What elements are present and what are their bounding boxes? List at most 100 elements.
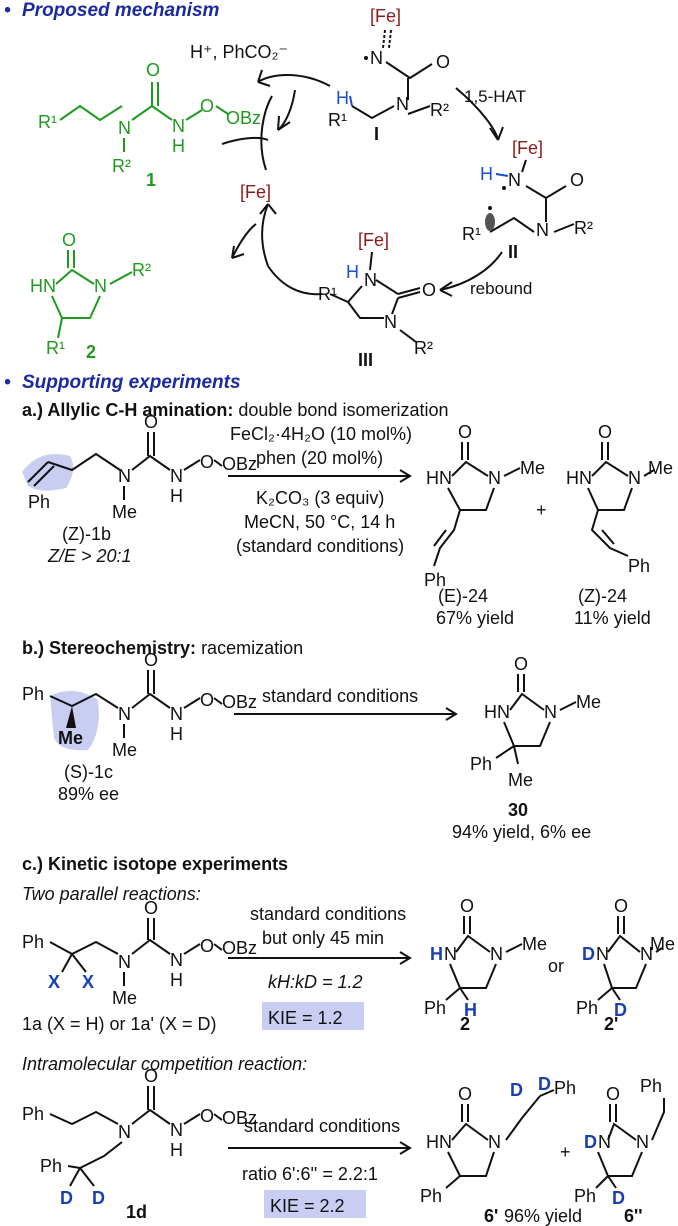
p-30-label: 30: [508, 800, 528, 820]
svg-text:Ph: Ph: [554, 1078, 576, 1098]
svg-text:N: N: [536, 220, 549, 240]
svg-text:HN: HN: [484, 702, 510, 722]
sm-1c-label: (S)-1c: [64, 762, 113, 782]
svg-text:O: O: [436, 52, 450, 72]
svg-text:Me: Me: [650, 934, 675, 954]
p-Z-24-label: (Z)-24: [578, 586, 627, 606]
intermediate-II: [Fe] H N O N R² R¹ II: [462, 138, 593, 262]
svg-text:N: N: [628, 468, 641, 488]
expB-title: b.) Stereochemistry: racemization: [22, 638, 303, 658]
svg-text:N: N: [364, 270, 377, 290]
svg-text:Ph: Ph: [40, 1156, 62, 1176]
catalytic-cycle-arrows: [221, 69, 504, 297]
svg-text:O: O: [598, 422, 612, 442]
svg-text:[Fe]: [Fe]: [512, 138, 543, 158]
svg-text:OBz: OBz: [222, 692, 257, 712]
svg-text:N: N: [544, 702, 557, 722]
svg-text:O: O: [614, 896, 628, 916]
expC-cond2: but only 45 min: [262, 928, 384, 948]
svg-text:O: O: [144, 1066, 158, 1086]
svg-text:O: O: [200, 96, 214, 116]
product-Z-24: O HN N Me Ph: [566, 422, 673, 576]
substrate-1b: Ph N Me O N H O OBz: [22, 412, 257, 522]
p-Z-24-yield: 11% yield: [574, 608, 651, 628]
svg-text:D: D: [510, 1080, 523, 1100]
svg-text:N: N: [94, 276, 107, 296]
p-E-24-label: (E)-24: [438, 586, 488, 606]
expC-kratio: kH:kD = 1.2: [268, 972, 363, 992]
svg-text:Ph: Ph: [424, 998, 446, 1018]
section2-title: Supporting experiments: [22, 372, 241, 393]
svg-text:O: O: [62, 230, 76, 250]
svg-text:N: N: [488, 1132, 501, 1152]
svg-text:HN: HN: [426, 468, 452, 488]
svg-text:H: H: [170, 1140, 183, 1160]
p-2prime-label: 2': [604, 1014, 618, 1034]
int2-label: II: [508, 242, 518, 262]
expC-sub2: Intramolecular competition reaction:: [22, 1054, 307, 1074]
expC-kie2: KIE = 2.2: [270, 1196, 345, 1216]
svg-text:N: N: [396, 94, 409, 114]
svg-text:Me: Me: [522, 934, 547, 954]
expC-cond3: standard conditions: [244, 1116, 400, 1136]
svg-text:R²: R²: [430, 100, 449, 120]
kie2-box: [264, 1190, 366, 1218]
svg-text:HN: HN: [426, 1132, 452, 1152]
svg-text:H: H: [464, 1000, 477, 1020]
compound-1: R¹ N R² O N H O OBz 1: [38, 60, 261, 190]
svg-text:O: O: [458, 1084, 472, 1104]
svg-text:O: O: [200, 936, 214, 956]
expA-cond3: K₂CO₃ (3 equiv): [256, 488, 384, 508]
svg-text:N: N: [118, 704, 131, 724]
svg-text:O: O: [460, 896, 474, 916]
svg-text:H: H: [170, 970, 183, 990]
p-6prime-yield: 96% yield: [504, 1206, 582, 1226]
step2-label: rebound: [470, 279, 532, 298]
svg-text:Ph: Ph: [640, 1076, 662, 1096]
expC-sub1: Two parallel reactions:: [22, 884, 201, 904]
svg-text:D: D: [612, 1188, 625, 1208]
expC-cond1: standard conditions: [250, 904, 406, 924]
svg-text:D: D: [60, 1188, 73, 1208]
kie1-box: [262, 1002, 364, 1030]
svg-text:Ph: Ph: [22, 932, 44, 952]
svg-text:H: H: [172, 136, 185, 156]
svg-text:O: O: [570, 170, 584, 190]
sm-1a-label: 1a (X = H) or 1a' (X = D): [22, 1014, 217, 1034]
cmpd2-label: 2: [86, 342, 96, 362]
svg-text:HN: HN: [566, 468, 592, 488]
svg-text:R²: R²: [574, 218, 593, 238]
product-30: O HN N Me Ph Me: [470, 654, 601, 790]
svg-text:Ph: Ph: [628, 556, 650, 576]
svg-text:R¹: R¹: [46, 338, 65, 358]
svg-text:X: X: [82, 972, 94, 992]
svg-text:D: D: [584, 1132, 597, 1152]
cmpd1-label: 1: [146, 170, 156, 190]
svg-text:Me: Me: [648, 458, 673, 478]
section2-bullet: •: [4, 372, 11, 393]
svg-text:H: H: [346, 262, 359, 282]
section1-title: Proposed mechanism: [22, 0, 220, 21]
expA-title: a.) Allylic C-H amination: double bond i…: [22, 400, 449, 420]
svg-text:Ph: Ph: [420, 1186, 442, 1206]
expA-cond5: (standard conditions): [236, 536, 404, 556]
svg-text:H: H: [480, 164, 493, 184]
svg-text:N: N: [384, 312, 397, 332]
svg-text:R²: R²: [414, 338, 433, 358]
svg-text:Ph: Ph: [470, 754, 492, 774]
svg-text:N: N: [118, 1122, 131, 1142]
product-6doubleprime: O D N N Ph Ph D: [574, 1076, 665, 1208]
svg-text:D: D: [538, 1074, 551, 1094]
svg-text:O: O: [144, 412, 158, 432]
expC-ratio: ratio 6':6'' = 2.2:1: [242, 1164, 378, 1184]
byproduct-text: H⁺, PhCO₂⁻: [190, 42, 288, 62]
expA-plus: +: [536, 500, 547, 520]
svg-text:N: N: [172, 116, 185, 136]
svg-text:N: N: [596, 944, 609, 964]
product-2: O H N N Me Ph H: [424, 896, 547, 1020]
sm-1c-ee: 89% ee: [58, 784, 119, 804]
svg-text:R²: R²: [112, 156, 131, 176]
svg-text:D: D: [614, 1000, 627, 1020]
substrate-1d: Ph N Ph D D O N H O OBz: [22, 1066, 257, 1208]
svg-text:N: N: [118, 466, 131, 486]
